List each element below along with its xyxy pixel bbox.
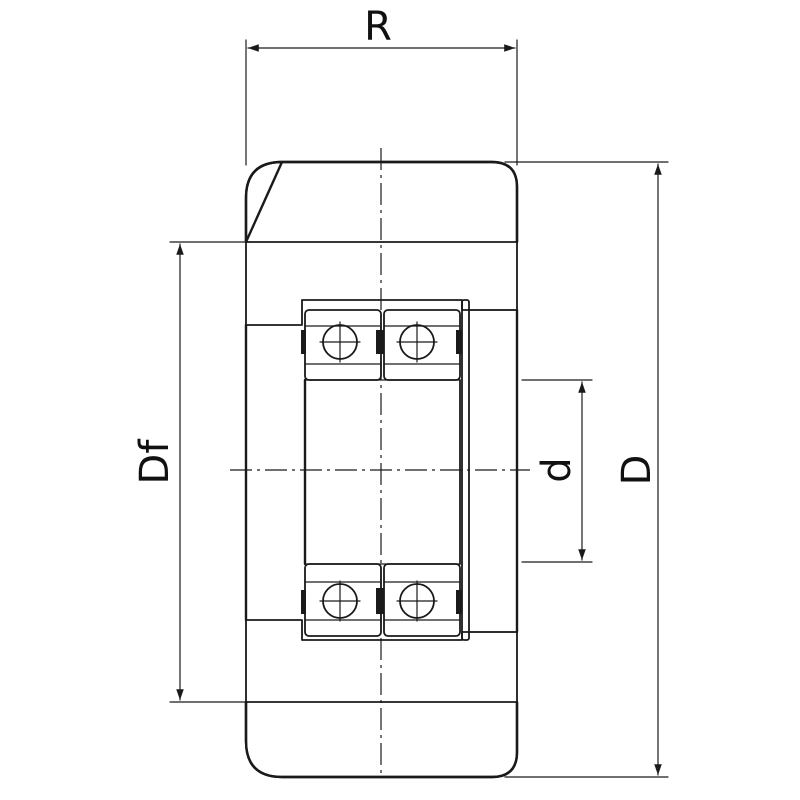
dimension-r-label: R [364, 4, 392, 50]
dimension-d-outer: D [504, 161, 669, 778]
dimension-df-label: Df [132, 439, 178, 485]
lower-right-bearing-ring [383, 563, 461, 637]
dimension-r: R [245, 4, 518, 166]
bearing-balls [319, 321, 438, 622]
dimension-df: Df [132, 241, 249, 703]
lower-left-bearing-ring [304, 563, 382, 637]
dimension-d-bore: d [521, 379, 593, 563]
upper-spacer [376, 330, 384, 354]
dimension-d-outer-label: D [614, 455, 660, 486]
upper-left-bearing-ring [304, 309, 382, 381]
lower-spacer [376, 588, 384, 614]
outer-tyre [244, 160, 519, 779]
dimension-d-bore-label: d [534, 457, 580, 482]
upper-right-bearing-ring [383, 309, 461, 381]
